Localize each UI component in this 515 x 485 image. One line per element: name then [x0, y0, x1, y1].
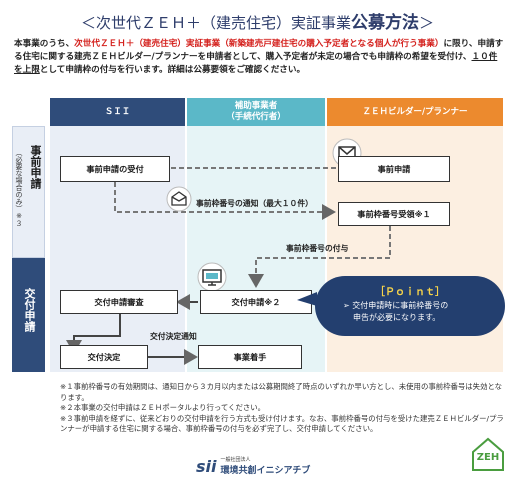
box-pre-apply-label: 事前申請	[377, 164, 411, 174]
column-header-sii: ＳＩＩ	[50, 98, 185, 126]
zeh-mark-text: ZEH	[476, 452, 500, 463]
org-type-label: 一般社団法人	[220, 457, 251, 463]
footnote-1: ※１事前枠番号の有効期間は、通知日から３カ月以内または公募期間終了時点のいずれか…	[60, 382, 503, 402]
intro-text-1: 本事業のうち、	[14, 39, 75, 49]
zeh-house-icon: ZEH	[470, 436, 506, 476]
box-grant-decision: 交付決定	[60, 345, 148, 369]
arrow-slot-assign	[248, 226, 391, 288]
mail-notice-icon	[166, 186, 192, 216]
phase-pre-label: 事前申請	[29, 145, 42, 189]
box-pre-receive: 事前申請の受付	[60, 156, 170, 182]
point-body-line-1: ➢ 交付申請時に事前枠番号の	[343, 301, 449, 310]
box-grant-apply-label: 交付申請※２	[231, 297, 281, 307]
label-slot-notice: 事前枠番号の通知（最大１０件）	[196, 199, 313, 208]
point-callout: ［Ｐｏｉｎｔ］ ➢ 交付申請時に事前枠番号の 申告が必要になります。	[315, 276, 505, 336]
computer-monitor-icon	[196, 262, 228, 296]
phase-pre-sublabel: （必要な場合のみ）※３	[15, 149, 23, 227]
intro-text-3: に限り、申請する住宅に関する建売ＺＥＨビルダー/プランナーを申請者として、購入予…	[14, 39, 504, 62]
box-construction-start-label: 事業着手	[233, 352, 267, 362]
column-label-agent-1: 補助事業者	[234, 101, 278, 111]
phase-grant-application: 交付申請	[12, 258, 45, 372]
box-grant-review: 交付申請審査	[60, 290, 178, 314]
point-body-line-2: 申告が必要になります。	[353, 313, 441, 322]
column-header-builder: ＺＥＨビルダー/プランナー	[327, 98, 503, 126]
point-callout-pointer	[297, 292, 317, 306]
phase-pre-application: 事前申請 （必要な場合のみ）※３	[12, 126, 45, 258]
sii-logo-mark: sii	[196, 456, 217, 476]
footnote-3: ※３事前申請を経ずに、従来どおりの交付申請を行う方式も受け付けます。なお、事前枠…	[60, 413, 504, 434]
intro-text-5: として申請枠の付与を行います。詳細は公募要領をご確認ください。	[39, 65, 306, 75]
org-name: 環境共創イニシアチブ	[220, 466, 311, 476]
box-slot-received-label: 事前枠番号受領※１	[357, 209, 431, 219]
sii-logo: sii 一般社団法人 環境共創イニシアチブ	[196, 456, 311, 477]
footnotes: ※１事前枠番号の有効期間は、通知日から３カ月以内または公募期間終了時点のいずれか…	[60, 382, 505, 435]
column-label-agent-2: （手続代行者）	[226, 112, 286, 122]
page-title: ＜次世代ＺＥＨ＋（建売住宅）実証事業公募方法＞	[0, 8, 515, 33]
intro-text-underline: １０件を上限	[14, 52, 498, 75]
column-header-agent: 補助事業者（手続代行者）	[187, 98, 325, 126]
box-pre-receive-label: 事前申請の受付	[86, 164, 144, 174]
title-emphasis: 公募方法	[351, 13, 419, 33]
intro-text-red: 次世代ＺＥＨ＋（建売住宅）実証事業（新築建売戸建住宅の購入予定者となる個人が行う…	[74, 39, 444, 49]
box-pre-apply: 事前申請	[338, 156, 450, 182]
title-main: ＜次世代ＺＥＨ＋（建売住宅）実証事業	[80, 14, 351, 32]
column-label-sii: ＳＩＩ	[104, 106, 131, 117]
box-grant-review-label: 交付申請審査	[94, 297, 144, 307]
arrow-review-decision	[66, 314, 121, 354]
label-slot-assign: 事前枠番号の付与	[286, 244, 349, 253]
footnote-2: ※２本事業の交付申請はＺＥＨポータルより行ってください。	[60, 403, 266, 412]
point-body: ➢ 交付申請時に事前枠番号の 申告が必要になります。	[343, 300, 448, 324]
box-grant-decision-label: 交付決定	[87, 352, 121, 362]
point-title: ［Ｐｏｉｎｔ］	[375, 287, 445, 298]
label-decision-notice: 交付決定通知	[150, 332, 197, 341]
box-slot-received: 事前枠番号受領※１	[338, 202, 450, 226]
box-construction-start: 事業着手	[198, 345, 302, 369]
arrow-slot-notice	[114, 182, 336, 220]
title-end: ＞	[419, 14, 435, 32]
intro-paragraph: 本事業のうち、次世代ＺＥＨ＋（建売住宅）実証事業（新築建売戸建住宅の購入予定者と…	[14, 38, 504, 77]
column-label-builder: ＺＥＨビルダー/プランナー	[362, 106, 468, 117]
phase-grant-label: 交付申請	[23, 288, 36, 332]
